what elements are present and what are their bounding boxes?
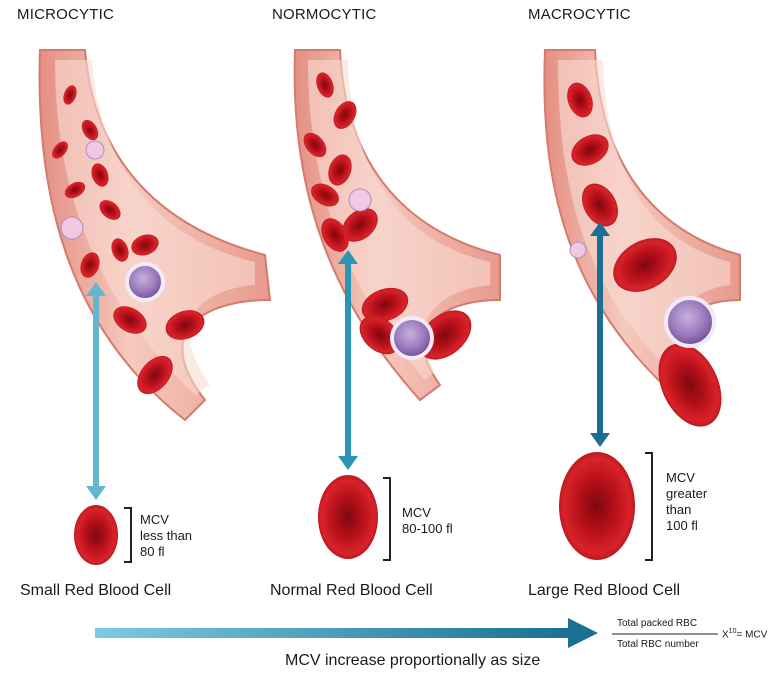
footer-text: MCV increase proportionally as size: [285, 652, 540, 670]
platelet: [349, 189, 371, 211]
white-blood-cell: [127, 264, 163, 300]
multiplier: X: [722, 629, 729, 640]
size-increase-arrow: [95, 618, 598, 648]
mcv-line: 80-100 fl: [402, 521, 453, 537]
caption-large: Large Red Blood Cell: [528, 582, 680, 600]
result: = MCV: [736, 629, 767, 640]
mcv-line: less than: [140, 528, 192, 544]
formula-multiplier: X10= MCV: [722, 628, 767, 640]
platelet: [86, 141, 104, 159]
formula-numerator: Total packed RBC: [617, 618, 697, 629]
mcv-line: MCV: [140, 512, 192, 528]
panel-title-macrocytic: MACROCYTIC: [528, 6, 631, 23]
mcv-label-small: MCV less than 80 fl: [140, 512, 192, 560]
platelet: [61, 217, 83, 239]
panel-title-normocytic: NORMOCYTIC: [272, 6, 377, 23]
platelet: [570, 242, 586, 258]
mcv-line: 80 fl: [140, 544, 192, 560]
panel-title-microcytic: MICROCYTIC: [17, 6, 114, 23]
mcv-label-normal: MCV 80-100 fl: [402, 505, 453, 537]
mcv-line: MCV: [666, 470, 707, 486]
caption-small: Small Red Blood Cell: [20, 582, 171, 600]
formula-denominator: Total RBC number: [617, 639, 699, 650]
mcv-label-large: MCV greater than 100 fl: [666, 470, 707, 534]
white-blood-cell: [666, 298, 714, 346]
bracket-large: [645, 453, 652, 560]
small-rbc: [74, 505, 118, 565]
large-rbc: [559, 452, 635, 560]
mcv-line: than: [666, 502, 707, 518]
mcv-line: MCV: [402, 505, 453, 521]
mcv-line: 100 fl: [666, 518, 707, 534]
mcv-line: greater: [666, 486, 707, 502]
normal-rbc: [318, 475, 378, 559]
bracket-small: [124, 508, 131, 562]
bracket-normal: [383, 478, 390, 560]
caption-normal: Normal Red Blood Cell: [270, 582, 433, 600]
white-blood-cell: [392, 318, 432, 358]
